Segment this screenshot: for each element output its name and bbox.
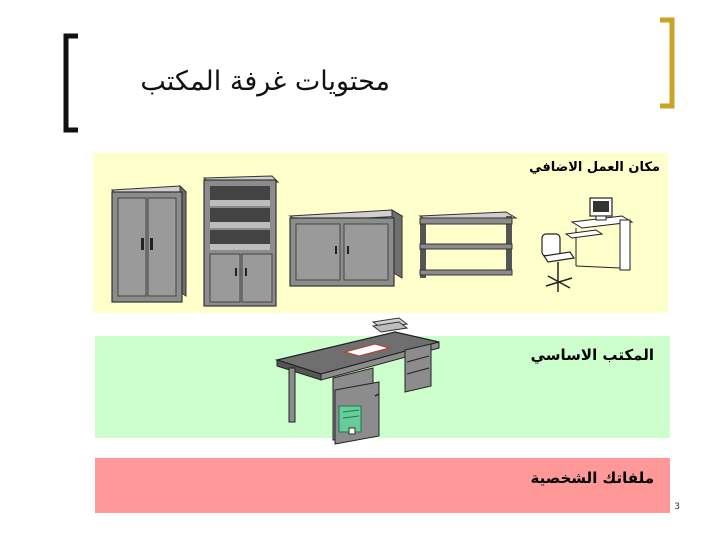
panel-label-main-desk: المكتب الاساسي [530,346,654,364]
office-desk-icon [274,317,440,445]
open-shelf-icon [418,211,518,278]
left-bracket [63,33,78,133]
page-number: 3 [674,502,680,512]
panel-personal-files [95,458,670,513]
slide-title: محتويات غرفة المكتب [140,66,390,97]
computer-workstation-icon [541,197,634,292]
right-bracket [660,17,675,109]
wardrobe-icon [110,184,188,303]
bookcase-cabinet-icon [202,175,280,307]
panel-label-personal-files: ملفاتك الشخصية [530,469,654,487]
low-cabinet-icon [288,209,404,287]
panel-label-extra-workspace: مكان العمل الاضافي [529,160,660,175]
